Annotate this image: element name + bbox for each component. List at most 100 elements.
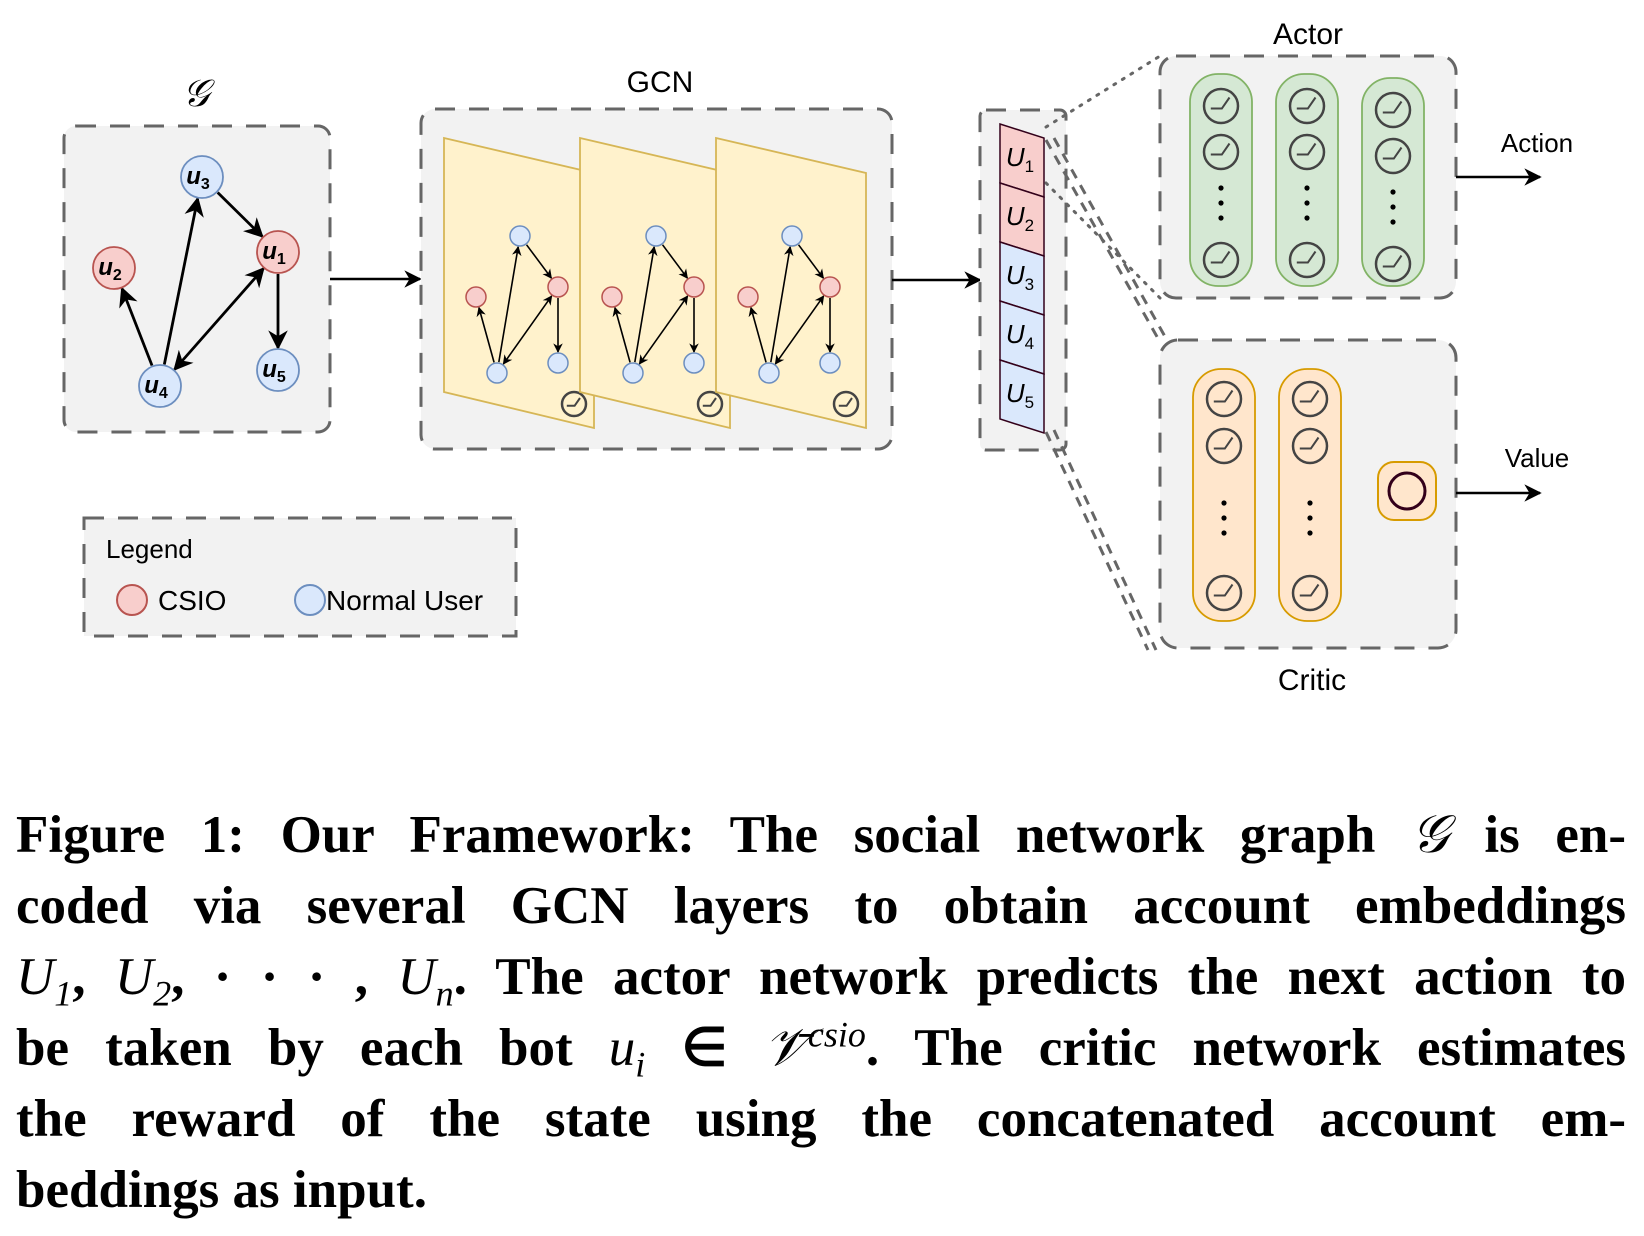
graph-edge xyxy=(476,306,495,363)
caption-line: beddings as input. xyxy=(16,1161,427,1219)
ellipsis-dot xyxy=(1304,215,1310,221)
action-label: Action xyxy=(1501,128,1573,158)
ellipsis-dot xyxy=(1304,200,1310,206)
relu-activation-icon xyxy=(1205,574,1243,612)
neuron-layer xyxy=(1275,73,1339,287)
graph-edge xyxy=(612,306,631,363)
critic-output-node xyxy=(1387,471,1427,511)
ellipsis-dot xyxy=(1307,530,1313,536)
neuron-layer xyxy=(1278,368,1342,622)
legend-normal-swatch xyxy=(294,584,326,616)
gcn-title: GCN xyxy=(627,66,694,99)
value-label: Value xyxy=(1505,443,1570,473)
gcn-node xyxy=(737,286,759,308)
gcn-layer-1 xyxy=(443,136,595,430)
gcn-node xyxy=(622,362,644,384)
figure-caption: Figure 1: Our Framework: The social netw… xyxy=(16,800,1626,1226)
ellipsis-dot xyxy=(1390,189,1396,195)
graph-edge xyxy=(661,244,689,279)
gcn-node xyxy=(465,286,487,308)
gcn-node xyxy=(547,276,569,298)
ellipsis-dot xyxy=(1390,219,1396,225)
critic-title: Critic xyxy=(1278,664,1346,697)
caption-math: Un xyxy=(397,948,454,1014)
graph-node-u1: u1 xyxy=(256,230,300,274)
relu-activation-icon xyxy=(1202,133,1240,171)
ellipsis-dot xyxy=(1221,515,1227,521)
relu-activation-icon xyxy=(1374,245,1412,283)
graph-node-u3: u3 xyxy=(180,155,224,199)
graph-edge xyxy=(119,286,154,367)
ellipsis-dot xyxy=(1307,500,1313,506)
relu-activation-icon xyxy=(1288,133,1326,171)
caption-math: 𝒱̄csio xyxy=(763,1014,866,1077)
caption-line: the reward of the state using the concat… xyxy=(16,1090,1626,1148)
gcn-layer-3 xyxy=(715,136,867,430)
graph-edge xyxy=(216,191,264,238)
gcn-node xyxy=(683,352,705,374)
graph-edge xyxy=(774,295,825,365)
relu-activation-icon xyxy=(1205,427,1243,465)
neuron-layer xyxy=(1192,368,1256,622)
ellipsis-dot xyxy=(1218,215,1224,221)
embedding-cell-4: U4 xyxy=(999,299,1045,376)
gcn-node xyxy=(509,225,531,247)
critic-layers xyxy=(1192,368,1342,622)
relu-activation-icon xyxy=(832,390,860,418)
graph-edge xyxy=(173,267,265,371)
ellipsis-dot xyxy=(1307,515,1313,521)
legend-box xyxy=(82,516,518,638)
relu-activation-icon xyxy=(1374,91,1412,129)
relu-activation-icon xyxy=(1291,427,1329,465)
ellipsis-dot xyxy=(1221,500,1227,506)
relu-activation-icon xyxy=(1291,380,1329,418)
ellipsis-dot xyxy=(1390,204,1396,210)
graph-edge xyxy=(748,306,767,363)
graph-edge xyxy=(502,295,553,365)
gcn-node xyxy=(601,286,623,308)
relu-activation-icon xyxy=(1202,87,1240,125)
ellipsis-dot xyxy=(1218,200,1224,206)
relu-activation-icon xyxy=(696,390,724,418)
embedding-cell-3: U3 xyxy=(999,240,1045,317)
gcn-node xyxy=(486,362,508,384)
gcn-node xyxy=(758,362,780,384)
graph-title: 𝒢 xyxy=(182,73,215,115)
relu-activation-icon xyxy=(1288,87,1326,125)
legend-title: Legend xyxy=(106,534,193,564)
graph-node-u5: u5 xyxy=(256,348,300,392)
caption-line: coded via several GCN layers to obtain a… xyxy=(16,877,1626,935)
ellipsis-dot xyxy=(1218,185,1224,191)
graph-edge xyxy=(797,244,825,279)
gcn-node xyxy=(819,352,841,374)
neuron-layer xyxy=(1361,77,1425,287)
embedding-cell-5: U5 xyxy=(999,358,1045,435)
caption-math: U2 xyxy=(114,948,172,1014)
relu-activation-icon xyxy=(1288,241,1326,279)
caption-line: be taken by each bot ui ∈ 𝒱̄csio. The cr… xyxy=(16,1014,1626,1085)
graph-edge xyxy=(638,295,689,365)
caption-math: 𝒢 xyxy=(1411,806,1449,864)
gcn-node xyxy=(645,225,667,247)
gcn-node xyxy=(683,276,705,298)
gcn-node xyxy=(547,352,569,374)
neuron-layer xyxy=(1189,73,1253,287)
graph-edge xyxy=(525,244,553,279)
caption-line: U1, U2, · · · , Un. The actor network pr… xyxy=(16,948,1627,1014)
relu-activation-icon xyxy=(1374,137,1412,175)
legend-csio-label: CSIO xyxy=(158,585,226,616)
legend-normal-label: Normal User xyxy=(326,585,483,616)
caption-math: U1 xyxy=(16,948,73,1014)
actor-title: Actor xyxy=(1273,18,1343,51)
gcn-node xyxy=(819,276,841,298)
relu-activation-icon xyxy=(1291,574,1329,612)
embedding-connectors xyxy=(1044,54,1170,651)
relu-activation-icon xyxy=(1205,380,1243,418)
graph-node-u4: u4 xyxy=(138,364,182,408)
caption-math: ui xyxy=(608,1019,646,1085)
relu-activation-icon xyxy=(1202,241,1240,279)
gcn-layer-2 xyxy=(579,136,731,430)
